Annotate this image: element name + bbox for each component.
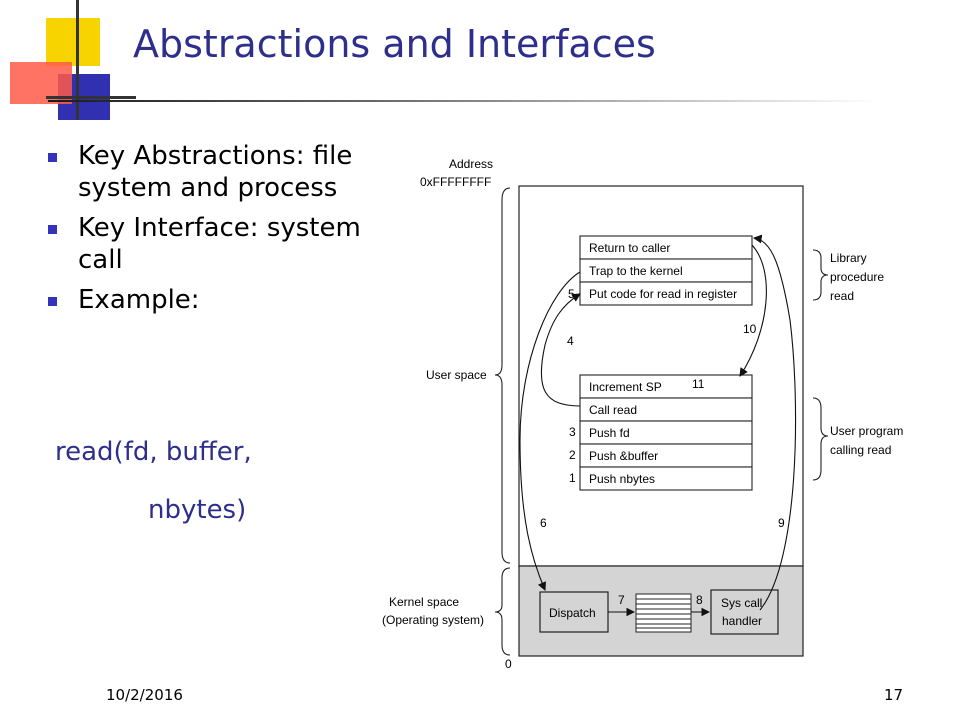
library-label-line: procedure: [830, 270, 884, 284]
bullet-icon: [48, 153, 57, 162]
step-number: 10: [743, 322, 757, 336]
user-program-box: Increment SP Call read Push fd Push &buf…: [579, 374, 753, 491]
example-code-line-2: nbytes): [148, 495, 247, 525]
address-low-label: 0: [505, 657, 512, 671]
arrow-9: [752, 234, 797, 611]
step-number: 1: [569, 471, 576, 485]
bullet-text: Key Interface: system call: [78, 213, 361, 275]
library-procedure-box: Return to caller Trap to the kernel Put …: [579, 235, 753, 306]
slide-title: Abstractions and Interfaces: [133, 22, 656, 66]
arrow-4: [540, 293, 581, 407]
step-number: 5: [568, 287, 575, 301]
dispatch-label: Dispatch: [549, 606, 596, 620]
step-number: 9: [778, 516, 785, 530]
arrow-10: [739, 244, 767, 377]
sys-call-handler-box: [710, 589, 779, 635]
step-number: 3: [569, 425, 576, 439]
program-row: Push nbytes: [589, 472, 655, 486]
library-row: Put code for read in register: [589, 287, 737, 301]
flow-arrows: [519, 234, 797, 617]
slide-date: 10/2/2016: [106, 686, 183, 704]
user-program-brace: [812, 397, 829, 481]
library-brace: [812, 249, 829, 301]
kernel-space-label: Kernel space: [389, 595, 459, 609]
bullet-item: Key Abstractions: file system and proces…: [48, 140, 378, 204]
bullet-text: Example:: [78, 285, 200, 315]
address-label: Address: [449, 157, 493, 171]
kernel-space-brace: [494, 567, 511, 656]
arrow-6: [519, 271, 581, 592]
step-number: 4: [567, 334, 574, 348]
example-code-line-1: read(fd, buffer,: [55, 437, 252, 467]
page-number: 17: [884, 686, 904, 704]
bullet-icon: [48, 297, 57, 306]
bullet-list: Key Abstractions: file system and proces…: [48, 140, 378, 324]
step-number: 2: [569, 448, 576, 462]
library-label-line: read: [830, 289, 854, 303]
kernel-space-sublabel: (Operating system): [382, 613, 484, 627]
library-label-line: Library: [830, 251, 867, 265]
slide-logo: [10, 0, 136, 120]
user-space-brace: [494, 187, 511, 564]
program-row: Push &buffer: [589, 449, 658, 463]
library-row: Return to caller: [589, 241, 670, 255]
program-row: Increment SP: [589, 380, 662, 394]
program-row: Push fd: [589, 426, 630, 440]
user-space-label: User space: [426, 368, 487, 382]
address-high-label: 0xFFFFFFFF: [420, 175, 491, 189]
library-row: Trap to the kernel: [589, 264, 683, 278]
program-row: Call read: [589, 403, 637, 417]
handler-label: Sys call: [721, 596, 762, 610]
step-number: 8: [696, 593, 703, 607]
dispatch-table: [635, 593, 692, 633]
bullet-icon: [48, 225, 57, 234]
bullet-text: Key Abstractions: file system and proces…: [78, 141, 353, 203]
step-number: 11: [692, 377, 705, 391]
handler-sublabel: handler: [722, 614, 762, 628]
step-number: 6: [540, 516, 547, 530]
step-number: 7: [618, 593, 625, 607]
user-program-label-line: calling read: [830, 443, 891, 457]
title-divider: [48, 100, 878, 102]
user-program-label-line: User program: [830, 424, 903, 438]
bullet-item: Example:: [48, 284, 378, 316]
bullet-item: Key Interface: system call: [48, 212, 378, 276]
